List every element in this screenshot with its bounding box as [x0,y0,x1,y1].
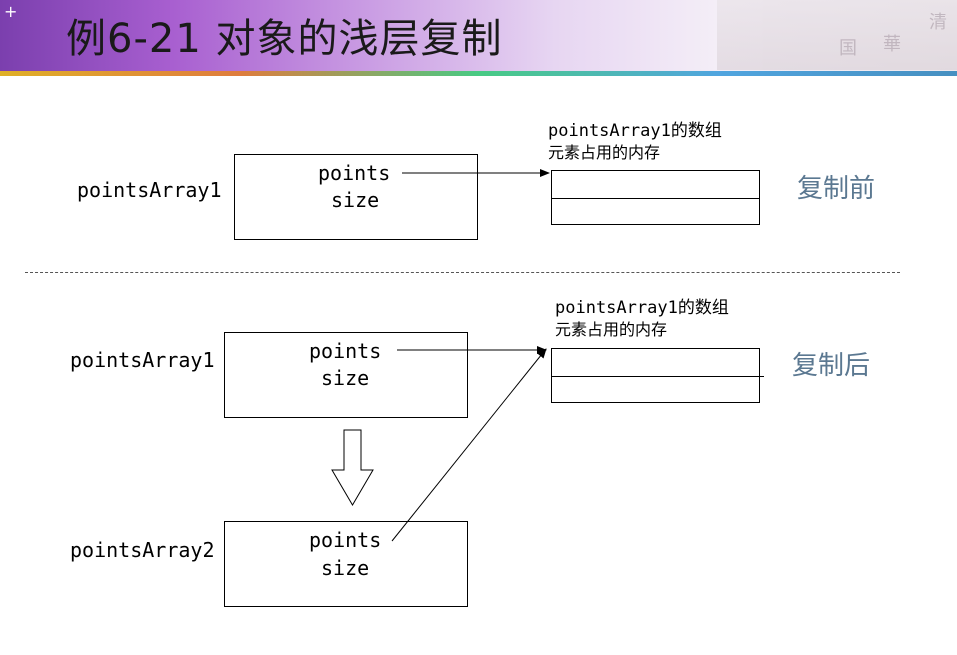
deco-char: 国 [839,38,857,59]
before-caption-line1: pointsArray1的数组 [548,121,722,141]
after-field-size-2: size [321,556,370,580]
header-decoration: 国 華 清 [717,0,957,70]
after-field-points-1: points [309,339,382,363]
after-pointer-arrow-2 [391,348,547,542]
before-object-box [234,154,478,240]
after-memory-block [551,348,764,403]
section-divider [25,272,900,273]
before-field-points: points [318,161,391,185]
slide-title: 例6-21 对象的浅层复制 [66,16,503,62]
deco-char: 華 [883,34,901,55]
after-state-label: 复制后 [792,351,871,381]
after-caption-line1: pointsArray1的数组 [555,298,729,318]
before-var-label: pointsArray1 [77,178,222,202]
before-state-label: 复制前 [797,174,876,204]
corner-mark: + [4,2,18,21]
after-var-label-2: pointsArray2 [70,538,215,562]
after-var-label-1: pointsArray1 [70,348,215,372]
copy-down-arrow [331,429,374,506]
slide-header: 国 華 清 + 例6-21 对象的浅层复制 [0,0,957,76]
after-field-size-1: size [321,366,370,390]
after-object-box-1 [224,332,468,418]
after-memory-caption: pointsArray1的数组 元素占用的内存 [555,297,729,341]
memory-divider [552,376,764,377]
after-field-points-2: points [309,528,382,552]
after-object-box-2 [224,521,468,607]
deco-char: 清 [929,12,947,33]
before-field-size: size [331,188,380,212]
header-stripe [0,71,957,76]
after-caption-line2: 元素占用的内存 [555,320,668,339]
before-memory-caption: pointsArray1的数组 元素占用的内存 [548,120,722,164]
before-caption-line2: 元素占用的内存 [548,143,661,162]
memory-divider [552,198,759,199]
before-memory-block [551,170,760,225]
